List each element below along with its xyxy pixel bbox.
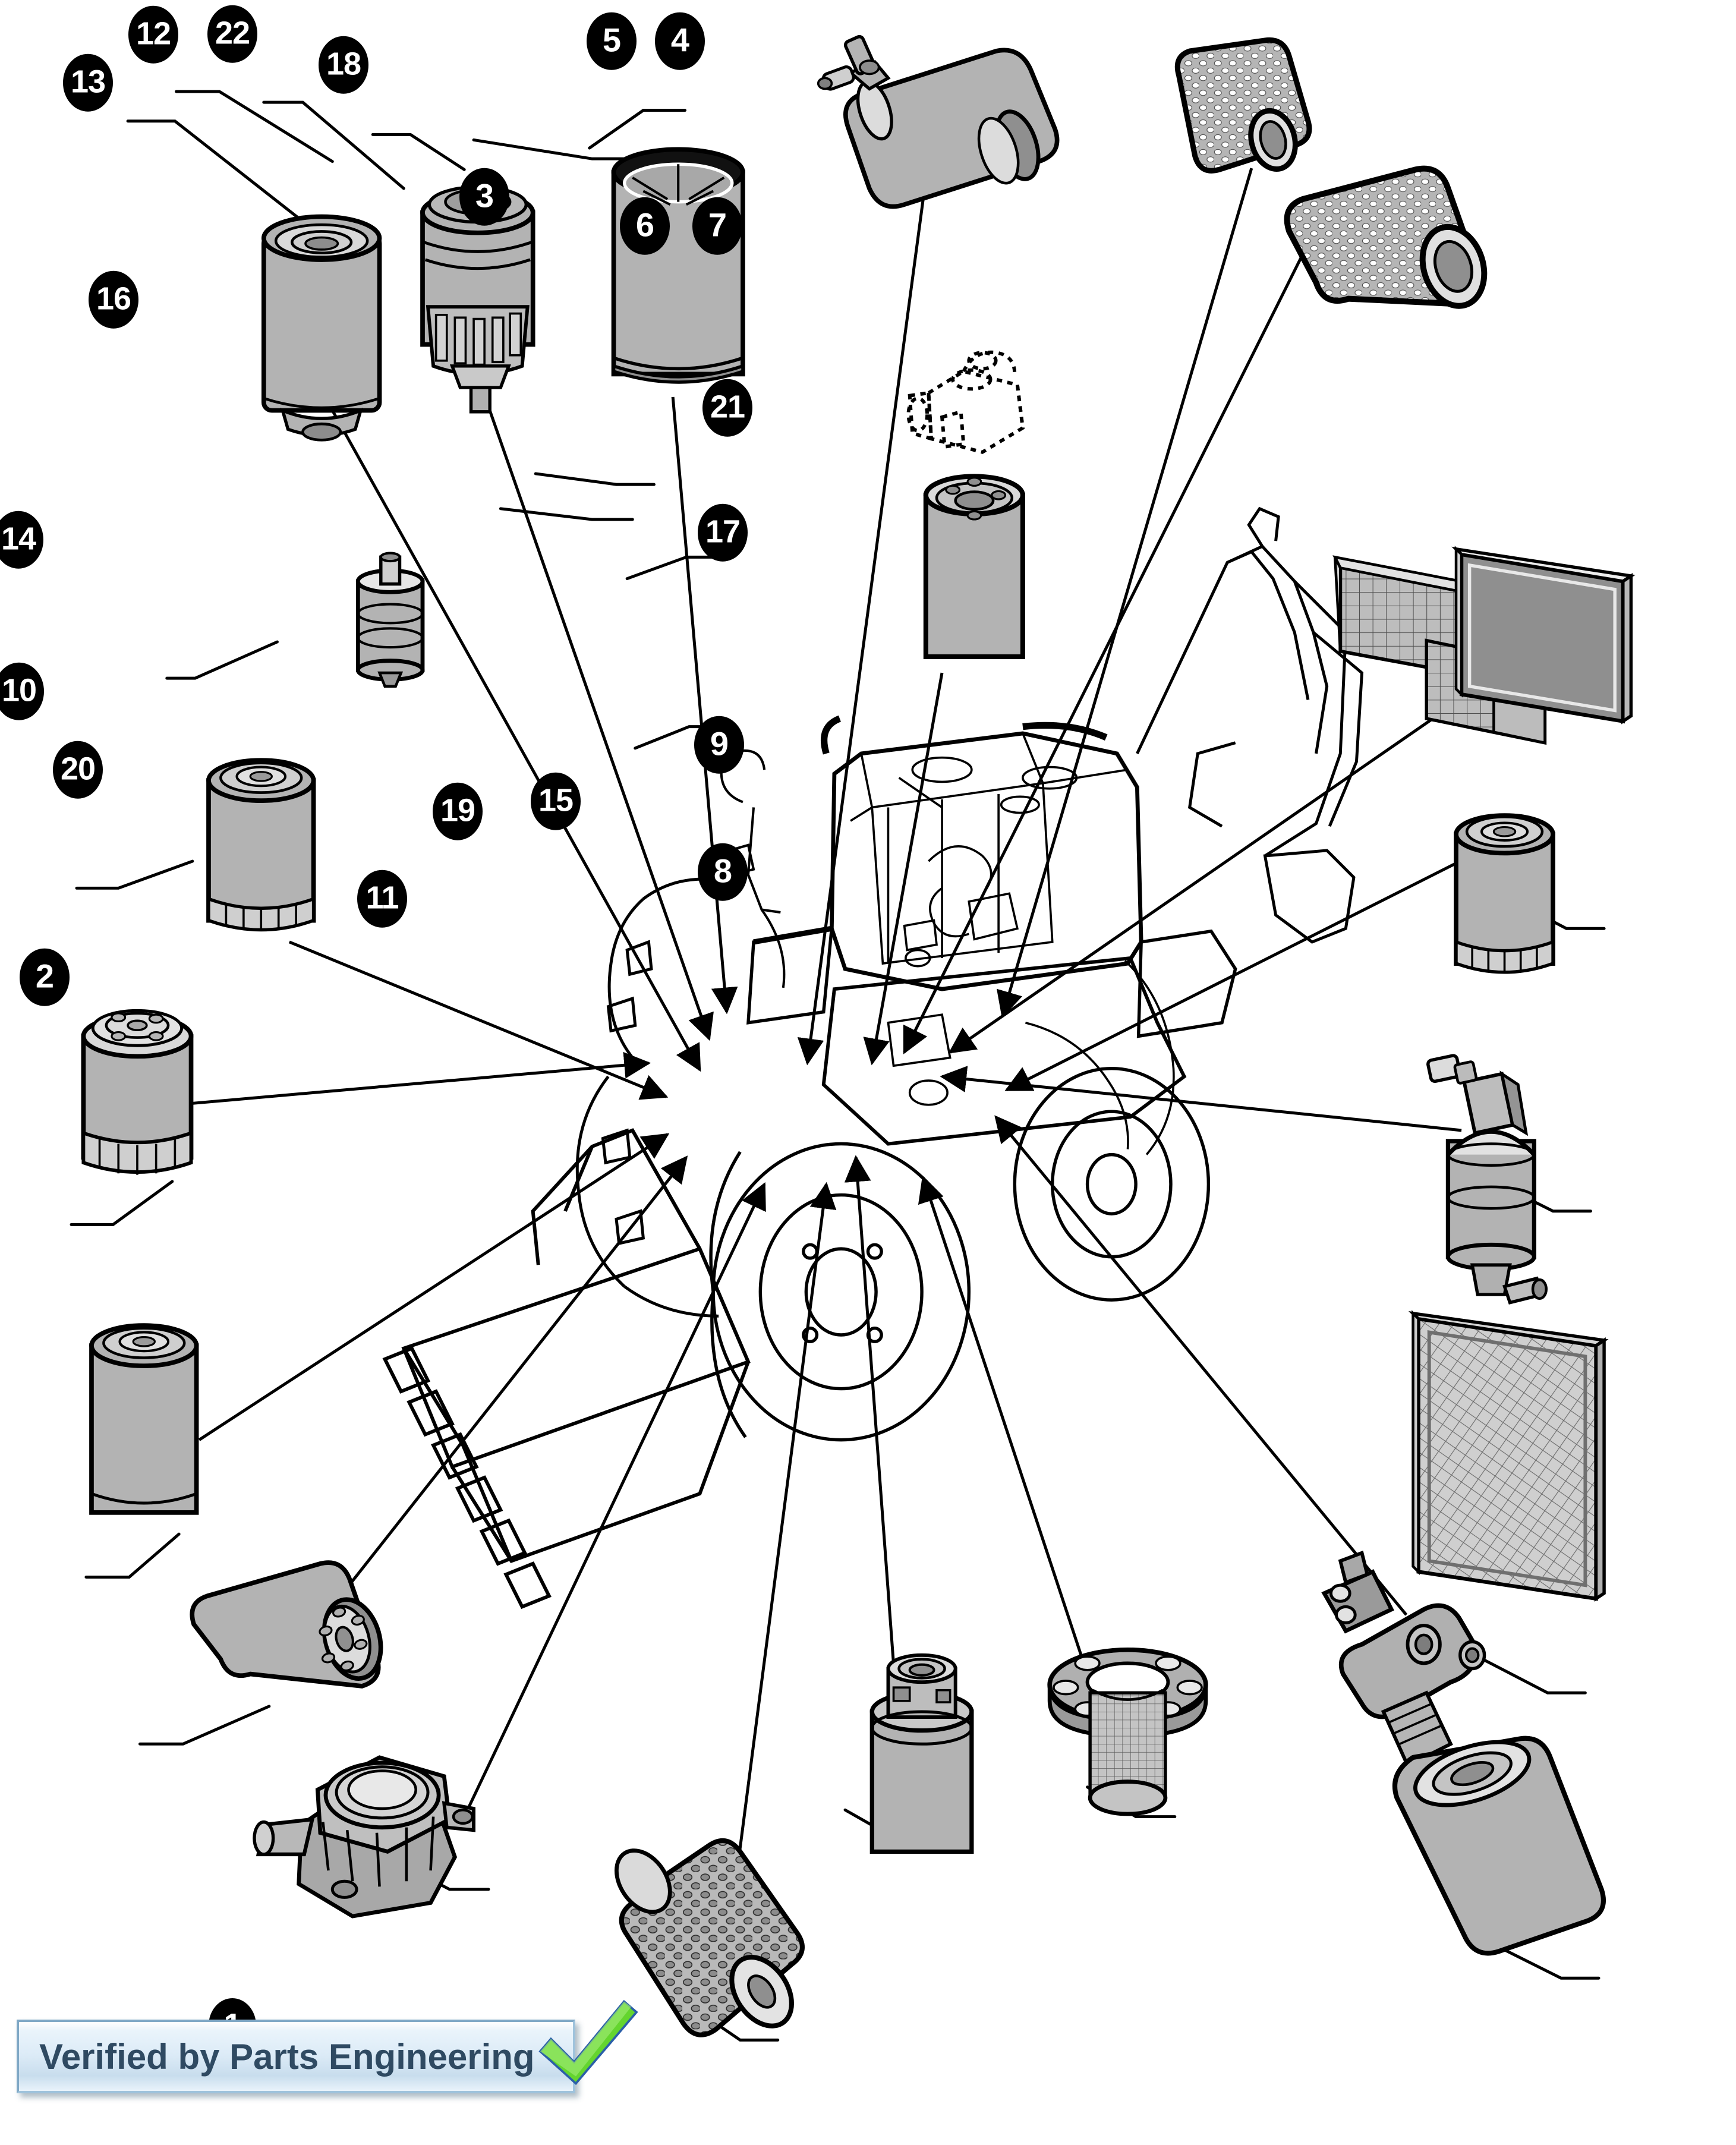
part-21-spin-on-filter [1454, 813, 1555, 974]
filter-head-ghost [906, 350, 1025, 454]
callout-number: 9 [710, 725, 729, 763]
callout-number: 14 [1, 521, 36, 557]
callout-number: 19 [440, 793, 475, 829]
part-8-spin-on-filter-with-head [1321, 1550, 1606, 1956]
callout-marker-6[interactable]: 6 [620, 197, 670, 255]
part-7-cab-air-panel-filter [1451, 546, 1636, 725]
part-9-cab-mesh-filter-panel [1408, 1310, 1609, 1602]
callout-marker-9[interactable]: 9 [694, 716, 744, 774]
callout-marker-17[interactable]: 17 [698, 503, 748, 562]
callout-number: 7 [708, 206, 727, 244]
loader-bucket [382, 1128, 751, 1609]
callout-number: 11 [366, 880, 399, 916]
callout-number: 17 [705, 514, 741, 550]
callout-marker-8[interactable]: 8 [698, 843, 748, 901]
callout-marker-21[interactable]: 21 [702, 379, 752, 437]
part-22-open-top-canister [611, 147, 745, 384]
part-4-outer-air-filter-element [1284, 165, 1488, 309]
callout-marker-18[interactable]: 18 [319, 36, 368, 94]
callout-number: 5 [602, 21, 621, 59]
part-3-hydraulic-spin-on-filter [906, 350, 1025, 659]
callout-marker-3[interactable]: 3 [459, 168, 509, 226]
callout-number: 13 [70, 64, 106, 100]
verified-badge: Verified by Parts Engineering [17, 2020, 575, 2093]
part-2-spin-on-oil-filter [206, 758, 316, 932]
callout-number: 20 [60, 751, 96, 787]
part-11-perforated-strainer-element [615, 1838, 805, 2037]
part-14-fuel-filter-cartridge [81, 1009, 194, 1175]
callout-number: 8 [713, 852, 732, 890]
callout-marker-13[interactable]: 13 [63, 53, 113, 112]
callout-number: 21 [710, 389, 745, 425]
callout-number: 2 [35, 957, 54, 995]
callout-number: 15 [538, 783, 574, 818]
verified-badge-label: Verified by Parts Engineering [39, 2036, 535, 2077]
backhoe-loader-machine [382, 506, 1364, 1609]
callout-marker-20[interactable]: 20 [53, 741, 103, 799]
callout-marker-2[interactable]: 2 [20, 948, 70, 1006]
callout-marker-4[interactable]: 4 [655, 12, 705, 70]
callout-number: 10 [1, 673, 37, 708]
callout-number: 12 [136, 16, 171, 52]
callout-marker-7[interactable]: 7 [692, 197, 742, 255]
callout-marker-11[interactable]: 11 [357, 870, 407, 928]
part-5-inner-air-filter-element [1174, 37, 1312, 174]
part-17-receiver-drier [1426, 1054, 1548, 1305]
callout-number: 22 [215, 15, 250, 51]
part-20-spin-on-filter-horizontal [190, 1560, 383, 1689]
part-1-fuel-pump-housing [253, 1755, 475, 1919]
callout-marker-5[interactable]: 5 [587, 12, 637, 70]
callout-marker-22[interactable]: 22 [207, 5, 257, 63]
callout-marker-19[interactable]: 19 [433, 782, 483, 840]
callout-marker-16[interactable]: 16 [89, 270, 138, 329]
part-13-spin-on-oil-filter [261, 214, 382, 442]
part-18-horizontal-canister-filter [817, 34, 1060, 209]
part-10-hydraulic-spin-on-filter [89, 1323, 199, 1515]
callout-number: 16 [96, 281, 131, 317]
callout-number: 6 [635, 206, 654, 244]
callout-marker-12[interactable]: 12 [128, 5, 178, 64]
callout-number: 18 [326, 46, 361, 82]
part-19-filter-cartridge [869, 1653, 974, 1854]
callout-marker-10[interactable]: 10 [0, 662, 44, 720]
callout-number: 4 [670, 21, 689, 59]
part-16-inline-fuel-filter [355, 552, 425, 688]
callout-marker-14[interactable]: 14 [0, 511, 43, 569]
callout-number: 3 [475, 177, 494, 215]
callout-marker-15[interactable]: 15 [531, 772, 581, 830]
part-15-flanged-mesh-strainer [1047, 1647, 1208, 1816]
green-checkmark-icon [538, 1999, 638, 2086]
